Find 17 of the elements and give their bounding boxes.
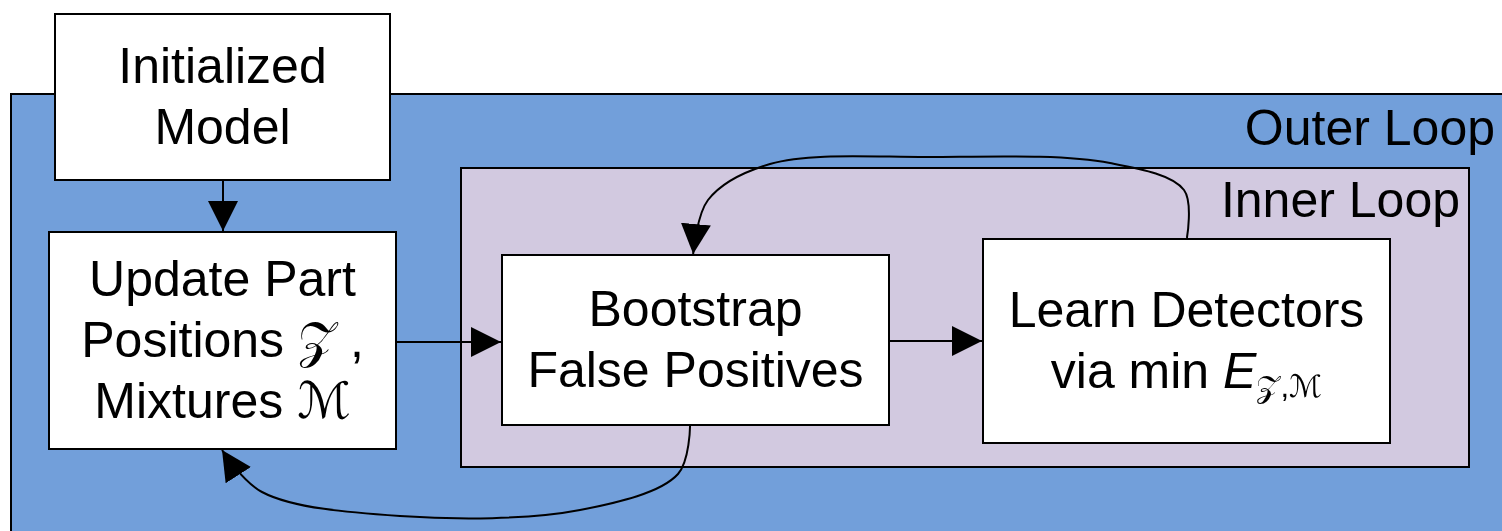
process-box [501, 254, 890, 426]
process-box [982, 238, 1391, 444]
panel-title: Inner Loop [1220, 171, 1460, 230]
process-box [54, 13, 391, 181]
inner-loop-panel [460, 167, 1470, 468]
box-label: Update Part Positions 𝒵 , Mixtures ℳ [80, 250, 365, 431]
box-label: Learn Detectors via min E$_{𝒵,ℳ}$ [1007, 281, 1366, 402]
box-label: Initialized Model [117, 37, 328, 157]
outer-loop-panel [10, 93, 1502, 531]
arrow [208, 180, 238, 232]
arrow [396, 327, 502, 358]
arrow [221, 425, 692, 520]
process-box [48, 231, 397, 450]
arrow [889, 326, 983, 356]
box-label: Bootstrap False Positives [526, 280, 865, 400]
panel-title: Outer Loop [1244, 99, 1495, 158]
arrow [681, 155, 1190, 255]
